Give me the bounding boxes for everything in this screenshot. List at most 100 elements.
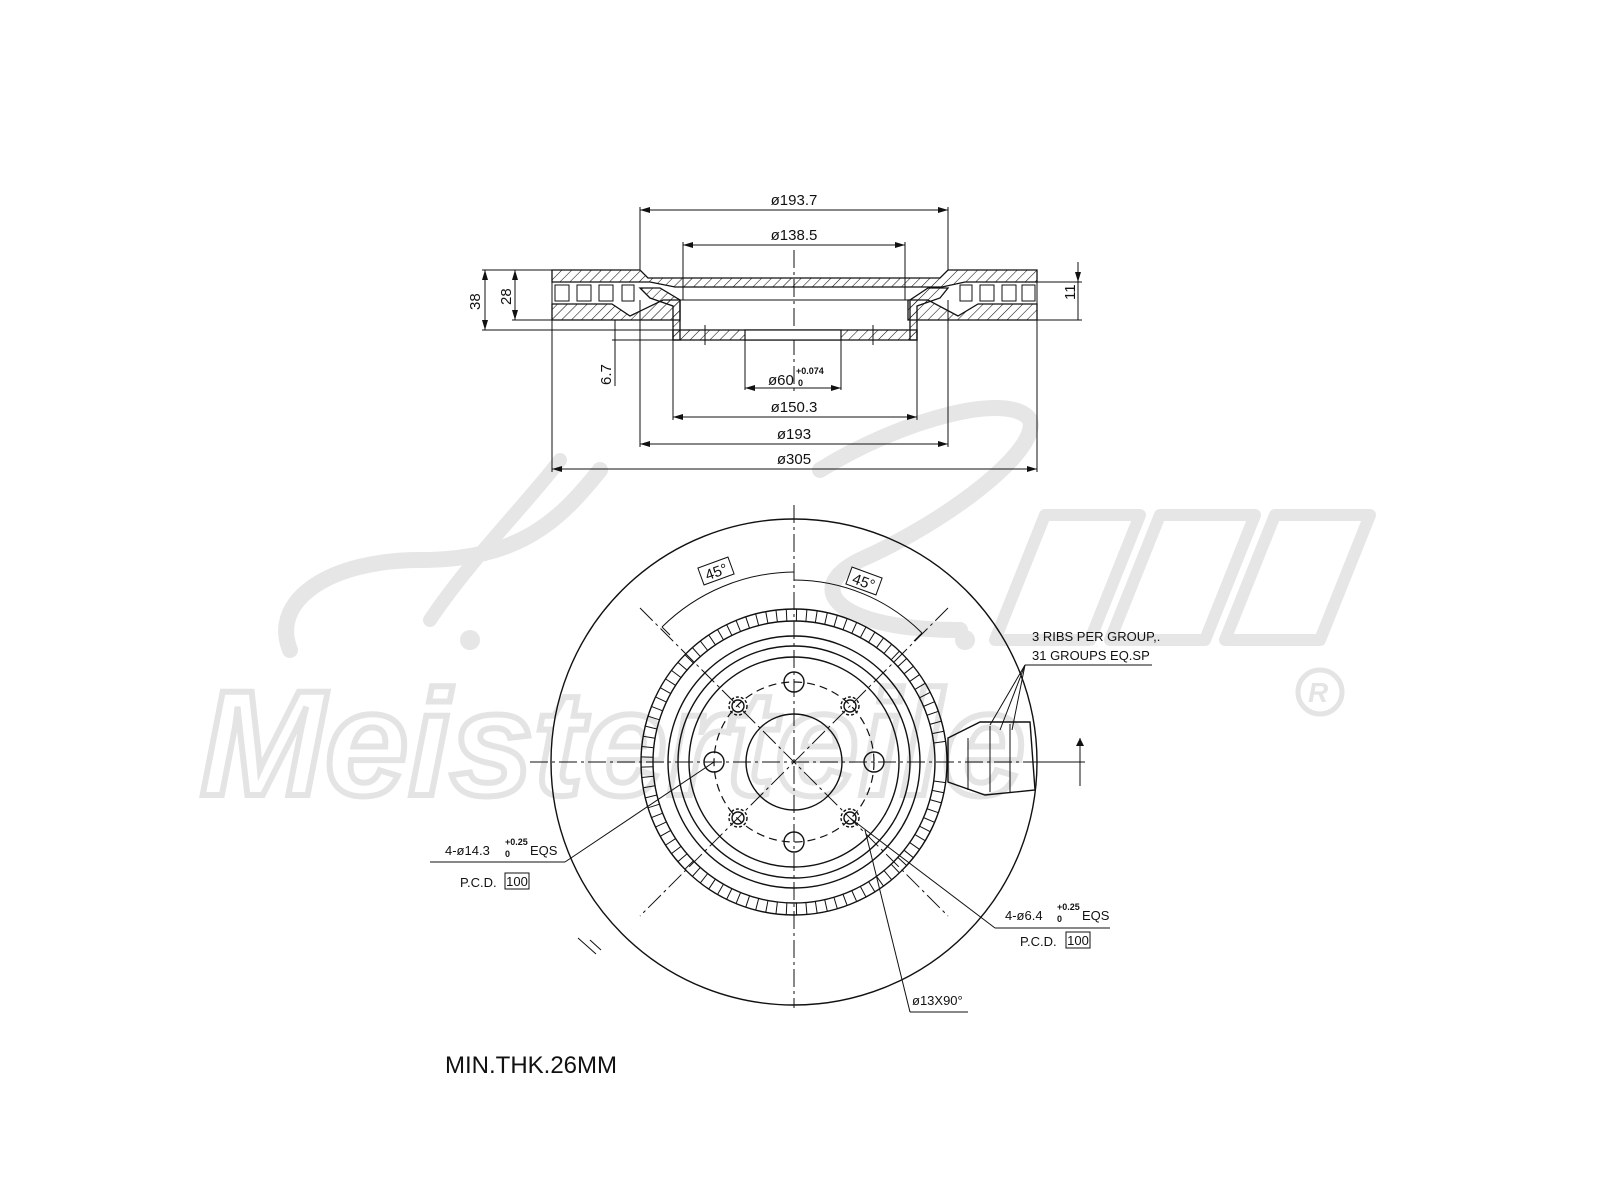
vent-rib	[932, 730, 944, 735]
watermark-stripe-2	[1104, 509, 1261, 646]
vent-rib	[726, 888, 733, 900]
svg-text:EQS: EQS	[1082, 908, 1110, 923]
vent-rib	[755, 613, 760, 626]
vent-rib	[923, 817, 935, 823]
small-holes	[728, 696, 860, 828]
vent-ribs	[641, 609, 946, 915]
svg-text:0: 0	[505, 849, 510, 859]
vent-rib	[926, 710, 939, 716]
svg-text:+0.074: +0.074	[796, 366, 824, 376]
vent-rib	[919, 691, 931, 699]
vent-rib	[651, 812, 663, 819]
dim-thickness-28: 28	[498, 288, 515, 305]
watermark-stripe-3	[1219, 509, 1376, 646]
vent-rib	[933, 740, 946, 744]
lower-friction-plate	[551, 299, 681, 321]
vent-rib	[890, 863, 900, 874]
vent-rib	[647, 803, 660, 809]
dim-diameter-193: ø193	[777, 426, 811, 443]
svg-text:0: 0	[1057, 914, 1062, 924]
vent-rib	[692, 647, 701, 657]
dim-vent-11: 11	[1062, 284, 1079, 300]
vent-rib	[651, 705, 663, 712]
vent-rib	[814, 610, 818, 623]
vent-rib	[903, 665, 914, 675]
vent-rib	[717, 629, 724, 641]
vent-rib	[735, 892, 742, 904]
dim-height-38: 38	[467, 293, 484, 310]
min-thickness-note: MIN.THK.26MM	[445, 1052, 617, 1079]
vent-rib	[929, 799, 942, 804]
vent-rib	[851, 890, 858, 902]
svg-text:EQS: EQS	[530, 843, 558, 858]
bolt-holes	[703, 671, 885, 853]
vent-rib	[775, 901, 778, 914]
vent-rib	[805, 609, 808, 622]
small-holes-pcd-label: P.C.D.	[1020, 934, 1057, 949]
vent-rib	[824, 612, 828, 625]
vent-rib	[805, 902, 808, 915]
front-view: 45° 45° 3 RIBS PER GROUP,. 31 GROUPS EQ.…	[430, 505, 1160, 1013]
angle-left: 45°	[703, 561, 730, 585]
upper-friction-plate	[551, 269, 1038, 288]
svg-text:+0.25: +0.25	[1057, 902, 1080, 912]
vent-rib	[671, 670, 682, 678]
vent-rib	[814, 901, 818, 914]
dim-diameter-150-3: ø150.3	[771, 399, 818, 416]
vent-rib	[923, 701, 935, 707]
vent-rib	[876, 876, 884, 887]
small-holes-pcd-value: 100	[1067, 933, 1089, 948]
vent-rib	[643, 735, 656, 739]
chamfer-spec: ø13X90°	[912, 993, 963, 1008]
vent-rib	[859, 626, 867, 638]
watermark: Meisterteile R	[197, 400, 1376, 830]
registered-mark	[1295, 667, 1345, 717]
vent-rib	[684, 860, 694, 870]
vent-rib	[909, 842, 920, 850]
vent-rib	[824, 899, 828, 912]
vent-rib	[868, 881, 876, 893]
vent-rib	[897, 658, 907, 667]
vent-rib	[883, 870, 893, 881]
vent-rib	[785, 609, 788, 622]
vent-rib	[868, 631, 876, 643]
vent-rib	[897, 857, 907, 866]
vent-rib	[765, 611, 769, 624]
vent-rib	[643, 785, 656, 789]
vent-rib	[932, 789, 944, 794]
vent-rib	[851, 622, 858, 634]
vent-rib	[745, 895, 750, 908]
rib-detail	[947, 721, 1085, 796]
vent-rib	[726, 624, 733, 636]
ribs-note-line1: 3 RIBS PER GROUP,.	[1032, 629, 1160, 644]
vent-rib	[883, 643, 893, 654]
bolt-holes-spec: 4-ø14.3	[445, 843, 490, 858]
vent-rib	[833, 897, 838, 909]
vent-rib	[735, 620, 742, 632]
vent-rib	[717, 883, 724, 895]
vent-rib	[775, 610, 778, 623]
vent-rib	[859, 886, 867, 898]
small-holes-spec: 4-ø6.4	[1005, 908, 1043, 923]
vent-rib	[684, 654, 694, 664]
vent-rib	[909, 674, 920, 682]
vent-rib	[933, 780, 946, 784]
watermark-script-a	[278, 462, 608, 658]
vent-rib	[926, 808, 939, 814]
vent-rib	[745, 616, 750, 629]
vent-rib	[903, 849, 914, 859]
angle-right: 45°	[850, 571, 877, 595]
dim-diameter-138-5: ø138.5	[771, 227, 818, 244]
vent-rib	[914, 682, 926, 690]
watermark-stripe-1	[989, 509, 1146, 646]
svg-text:0: 0	[798, 378, 803, 388]
vent-rib	[645, 725, 658, 730]
vent-rib	[833, 615, 838, 627]
svg-text:R: R	[1308, 677, 1329, 708]
watermark-brand-text: Meisterteile	[200, 659, 1025, 827]
vent-rib	[677, 853, 688, 863]
vent-rib	[699, 640, 709, 651]
vent-rib	[659, 687, 671, 695]
vent-rib	[919, 825, 931, 833]
vent-rib	[647, 715, 660, 721]
